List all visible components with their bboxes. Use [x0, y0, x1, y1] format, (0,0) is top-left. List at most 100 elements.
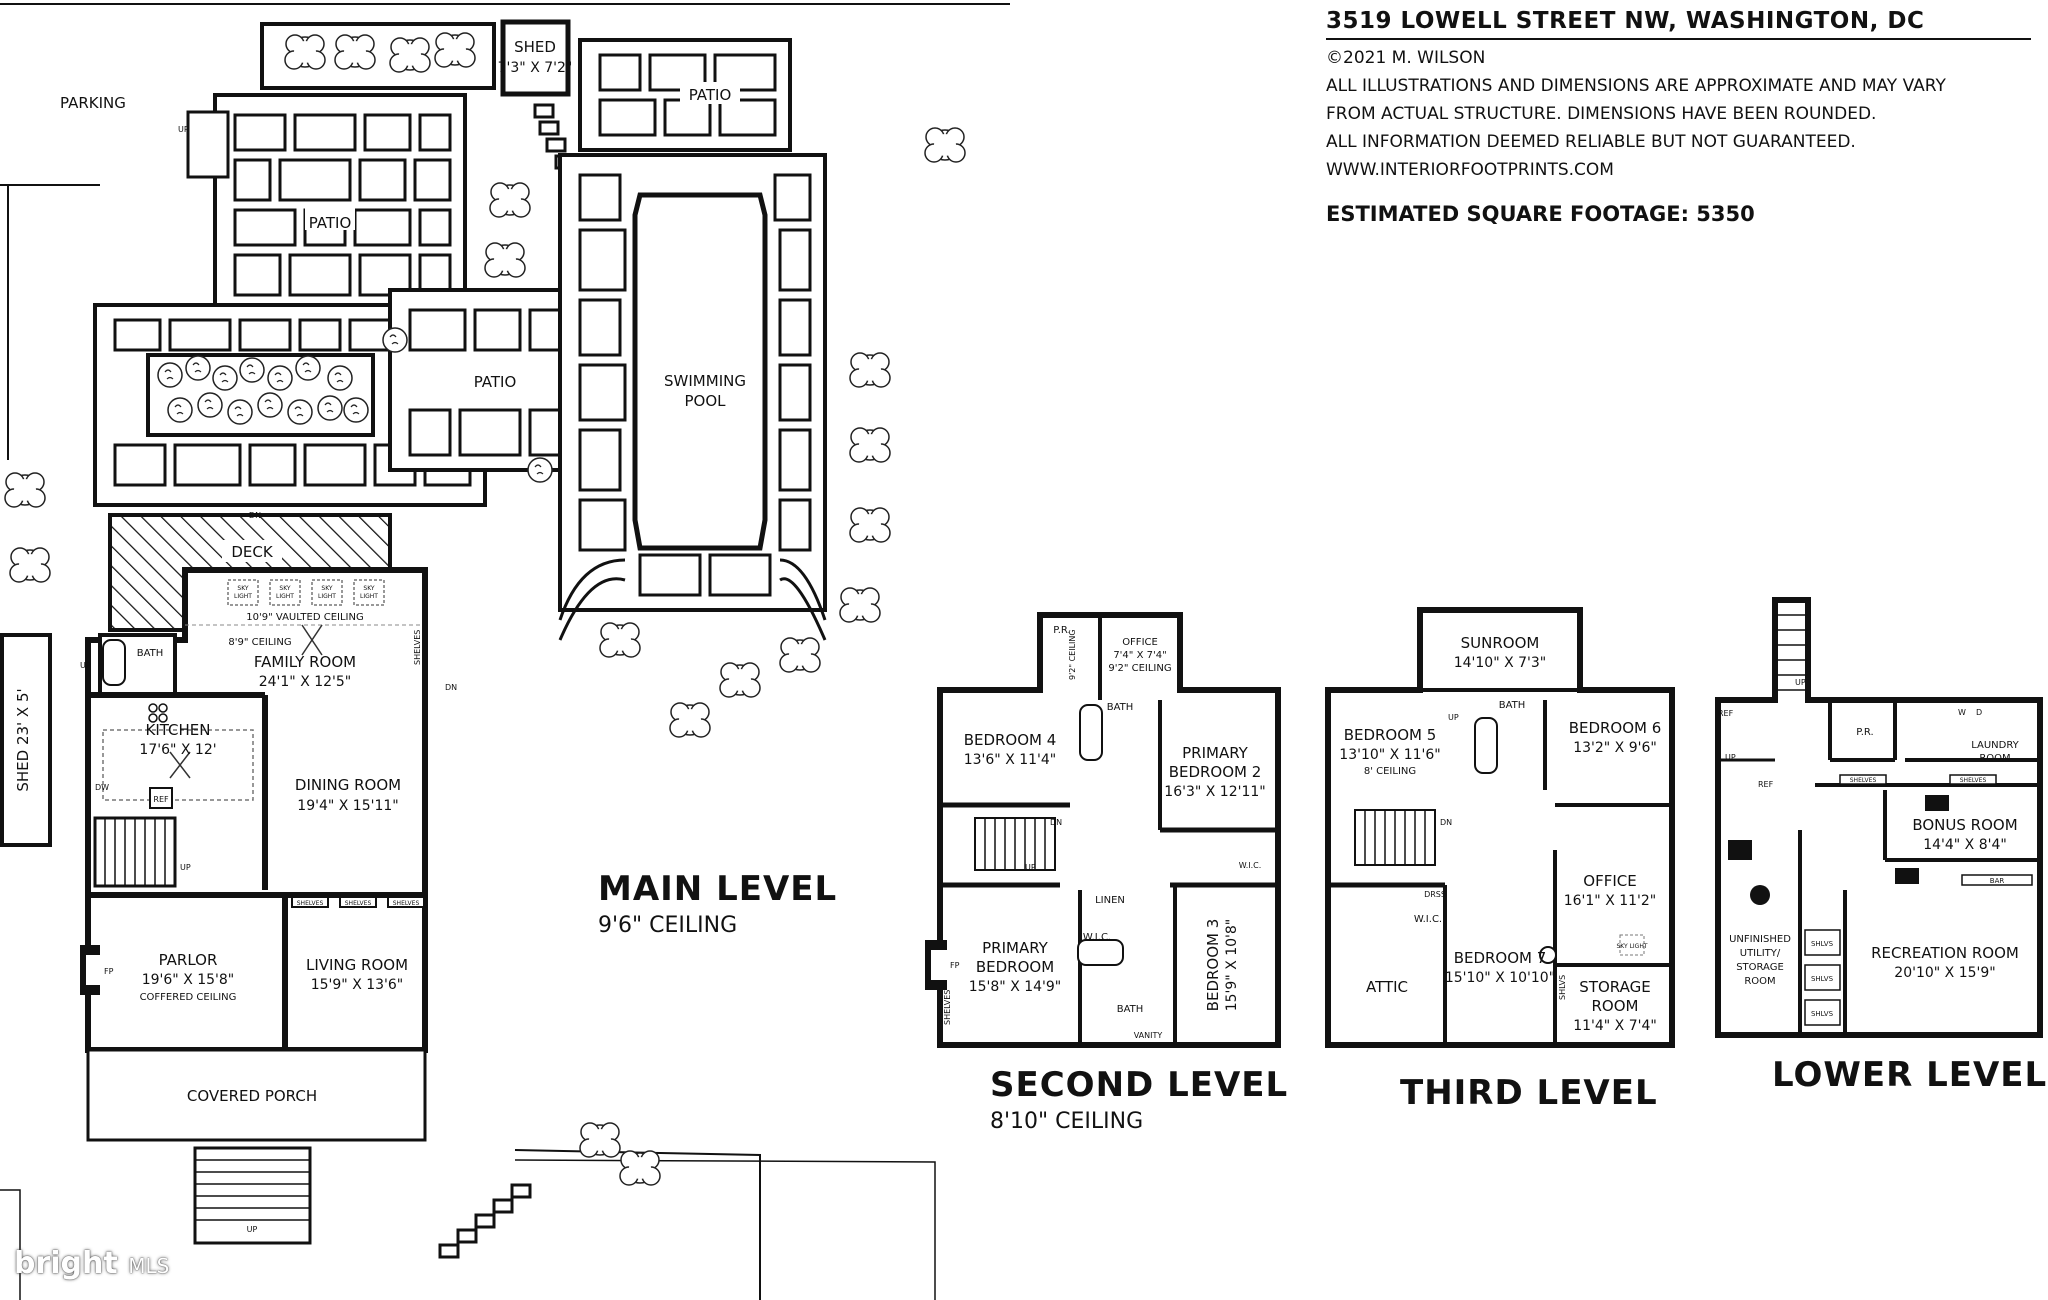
laundry-name2: ROOM: [1979, 753, 2010, 764]
skylight-2-a: SKY: [279, 585, 291, 592]
parlor-fp-label: FP: [104, 967, 114, 976]
patio-label-2: PATIO: [474, 373, 517, 391]
storage-name: STORAGE: [1579, 978, 1650, 996]
disclaimer-line-3: ALL INFORMATION DEEMED RELIABLE BUT NOT …: [1326, 132, 1856, 152]
disclaimer-line-2: FROM ACTUAL STRUCTURE. DIMENSIONS HAVE B…: [1326, 104, 1877, 124]
second-bath2-label: BATH: [1117, 1004, 1144, 1015]
dining-room-dim: 19'4" X 15'11": [297, 798, 398, 814]
family-room-dim: 24'1" X 12'5": [259, 674, 352, 690]
deck-label: DECK: [231, 543, 274, 561]
primary2-name: PRIMARY: [1182, 744, 1249, 762]
main-bath-label: BATH: [137, 648, 164, 659]
third-bath-label: BATH: [1499, 700, 1526, 711]
pool-label-2: POOL: [684, 392, 726, 410]
skylight-1-b: LIGHT: [234, 593, 252, 600]
second-pr-label: P.R.: [1053, 625, 1070, 636]
bedroom7-dim: 15'10" X 10'10": [1445, 970, 1555, 986]
second-office-ceil: 9'2" CEILING: [1108, 663, 1171, 674]
lower-up-label-top: UP: [1795, 678, 1806, 687]
lower-ref-label: REF: [1718, 709, 1734, 718]
second-bath-label: BATH: [1107, 702, 1134, 713]
main-shelves-2: SHELVES: [345, 900, 372, 907]
skylight-1-a: SKY: [237, 585, 249, 592]
second-office-name: OFFICE: [1122, 637, 1158, 648]
main-up-label-1: UP: [178, 125, 189, 134]
living-room-name: LIVING ROOM: [306, 956, 408, 974]
primary2-dim: 16'3" X 12'11": [1164, 784, 1265, 800]
bar-label: BAR: [1990, 877, 2005, 885]
square-footage: ESTIMATED SQUARE FOOTAGE: 5350: [1326, 202, 1755, 226]
bonus-name: BONUS ROOM: [1912, 816, 2017, 834]
second-level-ceiling: 8'10" CEILING: [990, 1109, 1143, 1134]
second-wic-label: W.I.C.: [1083, 932, 1111, 943]
second-linen-label: LINEN: [1095, 895, 1125, 906]
watermark-suffix: MLS: [128, 1254, 170, 1278]
mls-watermark: bright MLS: [14, 1246, 169, 1281]
third-office-name: OFFICE: [1583, 872, 1636, 890]
patio-label-1: PATIO: [309, 214, 352, 232]
parlor-note: COFFERED CEILING: [140, 992, 237, 1003]
lower-ref-label-2: REF: [1758, 780, 1774, 789]
parlor-dim: 19'6" X 15'8": [142, 972, 235, 988]
third-dn-label: DN: [1440, 818, 1452, 827]
sunroom-dim: 14'10" X 7'3": [1454, 655, 1547, 671]
third-up-label: UP: [1448, 713, 1459, 722]
kitchen-dw-label: DW: [95, 783, 109, 792]
skylight-4-b: LIGHT: [360, 593, 378, 600]
second-shelves-label: SHELVES: [943, 990, 952, 1025]
skylight-2-b: LIGHT: [276, 593, 294, 600]
second-vanity-label: VANITY: [1134, 1031, 1163, 1040]
second-pr-ceiling: 9'2" CEILING: [1068, 629, 1077, 680]
porch-up-label: UP: [247, 1225, 258, 1234]
kitchen-name: KITCHEN: [146, 721, 211, 739]
storage-name2: ROOM: [1592, 997, 1639, 1015]
vaulted-ceiling-note: 10'9" VAULTED CEILING: [246, 612, 363, 623]
second-office-dim: 7'4" X 7'4": [1113, 650, 1166, 661]
bedroom4-dim: 13'6" X 11'4": [964, 752, 1057, 768]
lower-pr-label: P.R.: [1856, 727, 1873, 738]
patio-label-3: PATIO: [689, 86, 732, 104]
third-skylight: SKY LIGHT: [1616, 943, 1647, 950]
third-wic-label: W.I.C.: [1414, 914, 1442, 925]
watermark-brand: bright: [14, 1246, 118, 1281]
skylight-3-b: LIGHT: [318, 593, 336, 600]
deck-dn-label: DN: [249, 511, 261, 520]
family-ceiling-note: 8'9" CEILING: [228, 637, 291, 648]
bedroom5-ceil: 8' CEILING: [1364, 766, 1416, 777]
copyright-text: ©2021 M. WILSON: [1326, 48, 1486, 68]
utility-line-1: UNFINISHED: [1729, 934, 1791, 945]
stair-up-label: UP: [180, 863, 191, 872]
dining-room-name: DINING ROOM: [295, 776, 401, 794]
primary-name2: BEDROOM: [976, 958, 1054, 976]
address-title: 3519 LOWELL STREET NW, WASHINGTON, DC: [1326, 8, 1925, 34]
lower-shlvs-3: SHLVS: [1811, 1010, 1834, 1018]
header-block: 3519 LOWELL STREET NW, WASHINGTON, DC ©2…: [1326, 8, 2031, 226]
kitchen-dim: 17'6" X 12': [139, 742, 216, 758]
bedroom6-dim: 13'2" X 9'6": [1573, 740, 1657, 756]
bedroom5-name: BEDROOM 5: [1344, 726, 1437, 744]
website-link[interactable]: WWW.INTERIORFOOTPRINTS.COM: [1326, 160, 1614, 180]
parking-label: PARKING: [60, 94, 126, 112]
recreation-dim: 20'10" X 15'9": [1894, 965, 1995, 981]
attic-label: ATTIC: [1366, 978, 1408, 996]
top-shed-dim: 7'3" X 7'2": [498, 60, 573, 76]
top-shed-name: SHED: [514, 38, 556, 56]
utility-line-4: ROOM: [1744, 976, 1775, 987]
lower-shlvs-2: SHLVS: [1811, 975, 1834, 983]
second-wic-label-2: W.I.C.: [1239, 861, 1262, 870]
third-level-plan: DN UP SUNROOM 14'10" X 7'3" BEDROOM 5 13…: [1325, 607, 1675, 1113]
lower-shelves-1: SHELVES: [1850, 777, 1877, 784]
kitchen-ref-label: REF: [153, 795, 169, 804]
family-shelves-label: SHELVES: [413, 630, 422, 665]
family-dn-label: DN: [445, 683, 457, 692]
lower-w-label: W: [1958, 708, 1966, 717]
third-office-dim: 16'1" X 11'2": [1564, 893, 1657, 909]
primary-dim: 15'8" X 14'9": [969, 979, 1062, 995]
bath-up-label: UP: [80, 661, 91, 670]
lower-up-label: UP: [1725, 753, 1736, 762]
bedroom3-name: BEDROOM 3: [1204, 919, 1222, 1012]
third-shlvs-label: SHLVS: [1558, 975, 1567, 1000]
second-level-title: SECOND LEVEL: [990, 1065, 1288, 1105]
main-shelves-3: SHELVES: [393, 900, 420, 907]
